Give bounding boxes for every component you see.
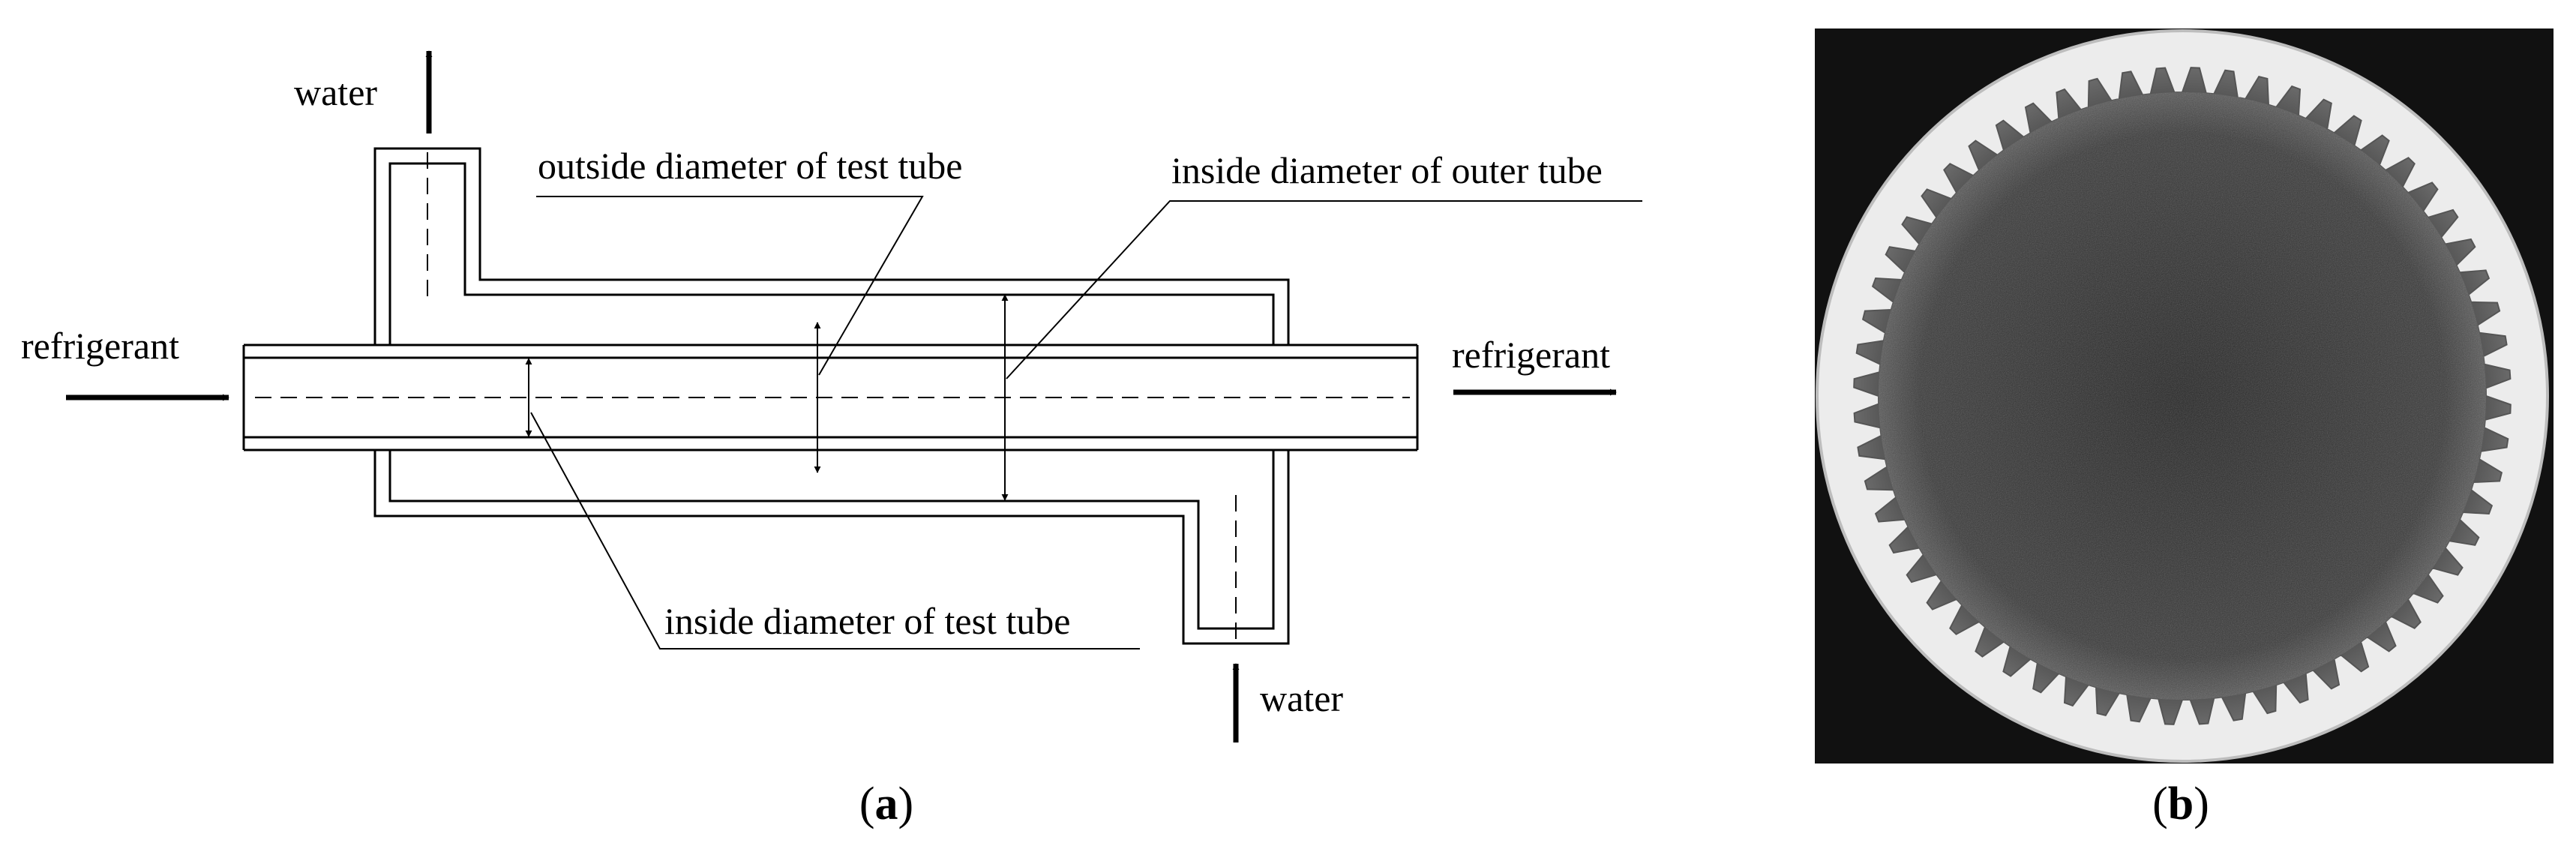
tube-interior-grain	[1879, 92, 2486, 700]
inside-diameter-test-label: inside diameter of test tube	[664, 600, 1071, 642]
cross-section-panel-b	[1815, 28, 2554, 764]
schematic-panel-a	[66, 50, 1642, 742]
caption-a: (a)	[859, 778, 913, 830]
inside-diameter-outer-label: inside diameter of outer tube	[1171, 149, 1603, 191]
test-tube	[242, 344, 1419, 452]
water-in-label: water	[1260, 677, 1343, 719]
refrigerant-in-label: refrigerant	[21, 325, 179, 367]
outer-tube	[373, 147, 1290, 645]
water-out-label: water	[294, 71, 377, 113]
caption-b: (b)	[2152, 778, 2209, 830]
leader-inside-diameter-outer	[1006, 200, 1642, 380]
outside-diameter-label: outside diameter of test tube	[538, 145, 963, 187]
tube-outer-wall-edge	[1816, 29, 2549, 763]
leader-outside-diameter	[536, 196, 924, 376]
leader-inside-diameter-test	[530, 412, 1140, 650]
refrigerant-out-label: refrigerant	[1452, 334, 1610, 376]
